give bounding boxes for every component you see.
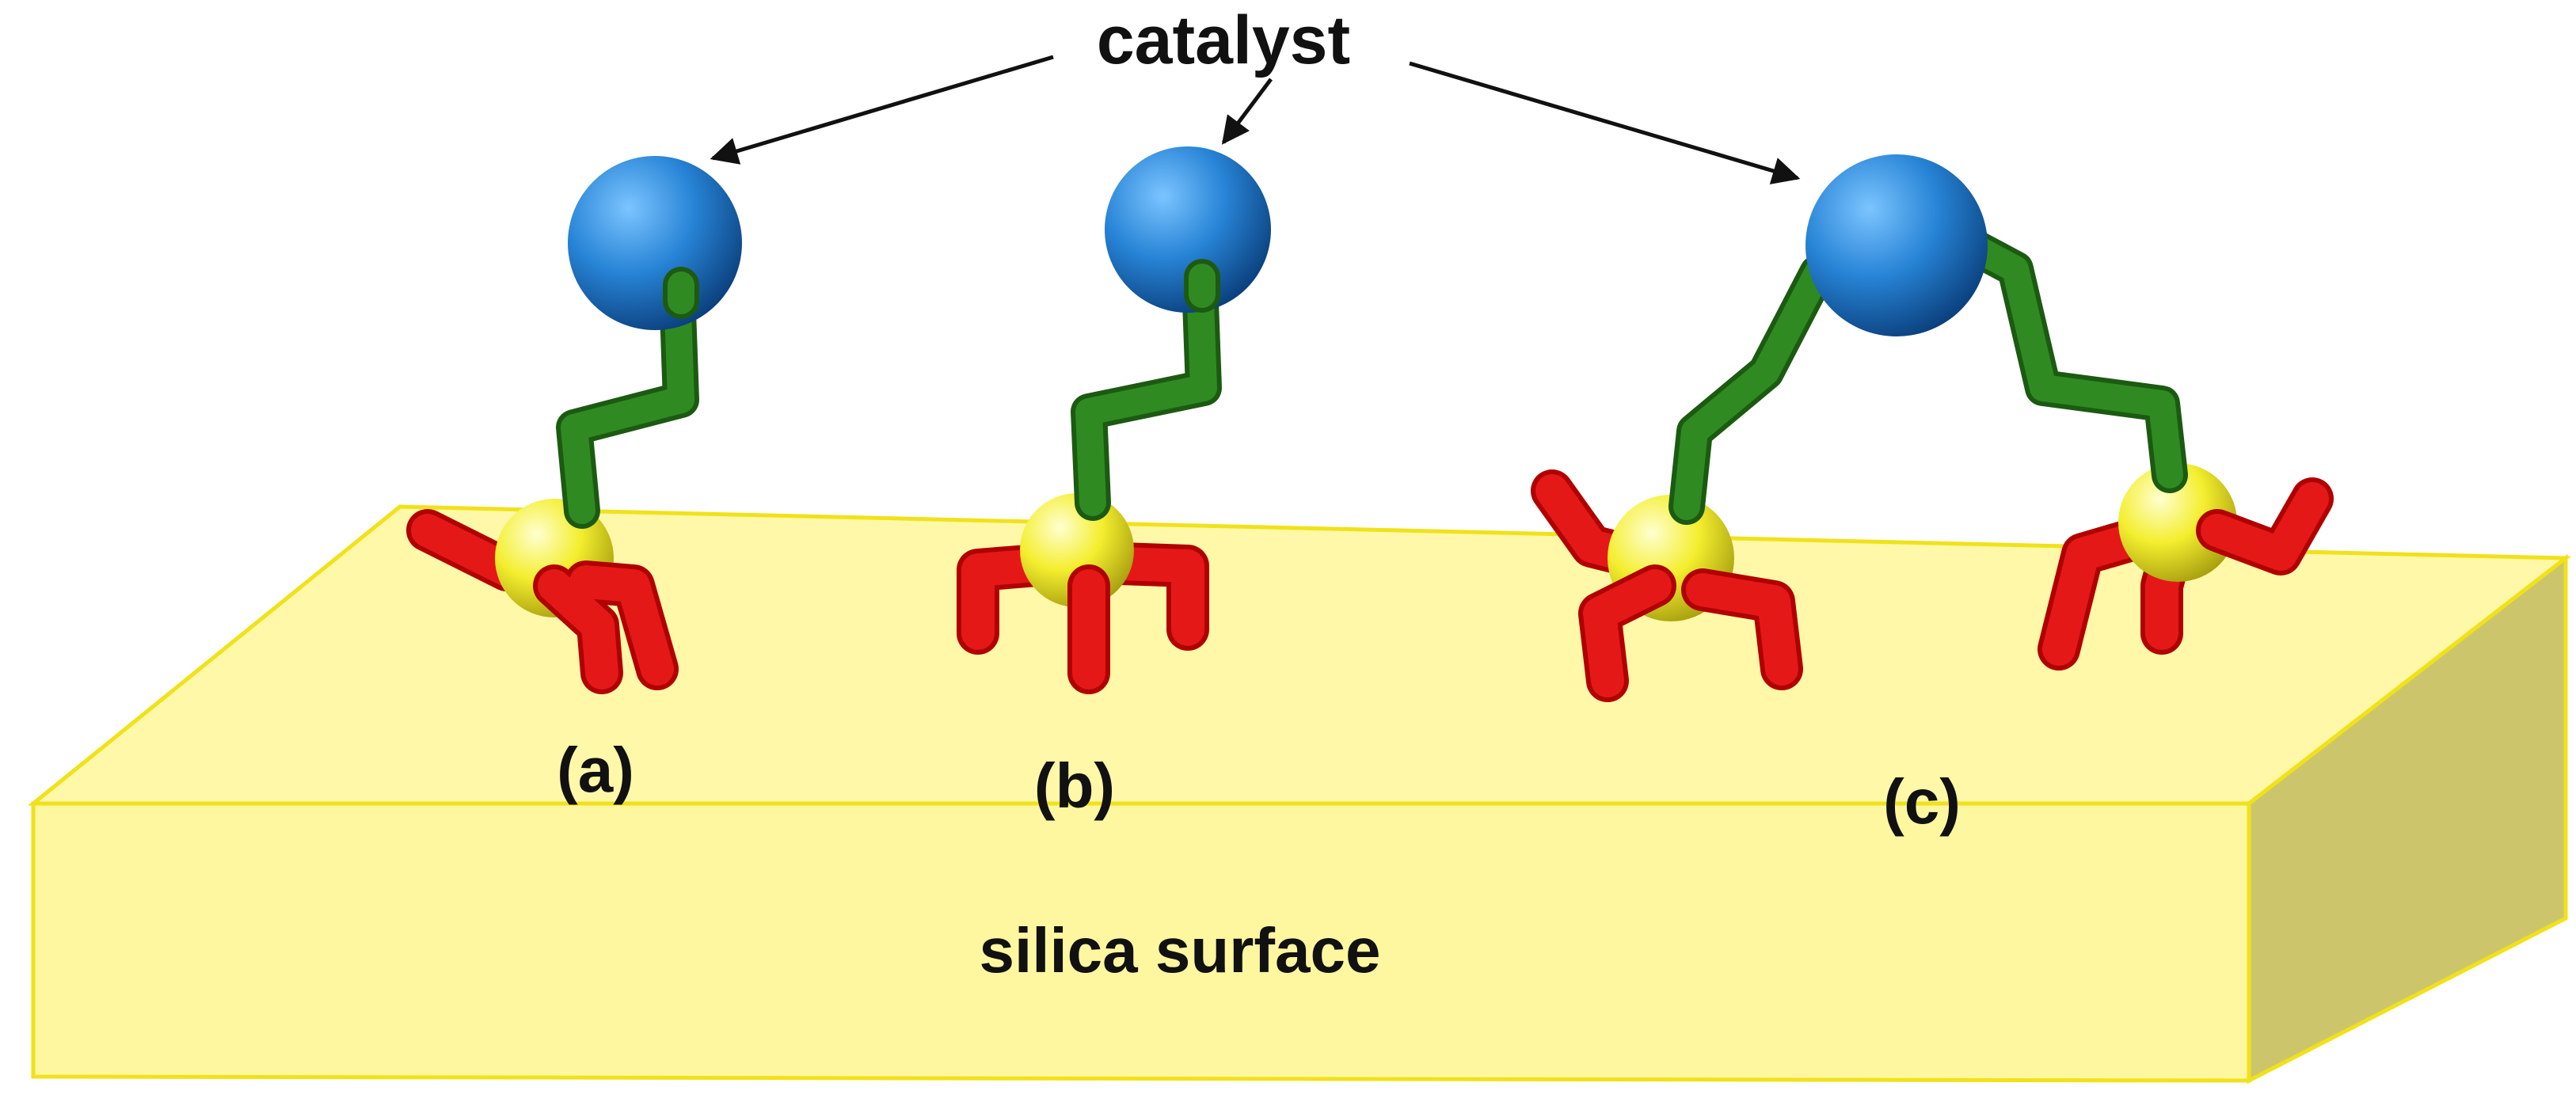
grafted-catalyst-b xyxy=(957,146,1271,694)
silica-slab xyxy=(27,504,2572,1085)
arrow-to-catalyst-c xyxy=(1409,61,1801,184)
grafted-catalyst-a xyxy=(406,156,742,694)
catalyst-label: catalyst xyxy=(1097,2,1350,78)
catalyst-atom-a xyxy=(568,156,742,330)
silica-surface-label: silica surface xyxy=(980,915,1381,986)
arrow-to-catalyst-b xyxy=(1221,78,1273,145)
oxygen-front-c-left xyxy=(1578,564,1803,702)
slab-side-face xyxy=(2247,553,2568,1085)
label-b: (b) xyxy=(1034,750,1115,821)
catalyst-atom-c xyxy=(1805,154,1988,336)
silicon-atom-c-right xyxy=(2118,463,2237,582)
grafted-catalyst-c xyxy=(1531,154,2334,702)
linker-chain-a xyxy=(556,271,699,529)
oxygen-front-a xyxy=(533,560,679,694)
catalyst-atom-b xyxy=(1105,146,1271,313)
arrow-to-catalyst-a xyxy=(710,55,1054,165)
label-a: (a) xyxy=(557,735,634,805)
oxygen-front-c-right xyxy=(2196,477,2334,576)
linker-chain-b xyxy=(1071,263,1222,521)
catalyst-arrows xyxy=(710,55,1801,184)
label-c: (c) xyxy=(1883,766,1961,837)
